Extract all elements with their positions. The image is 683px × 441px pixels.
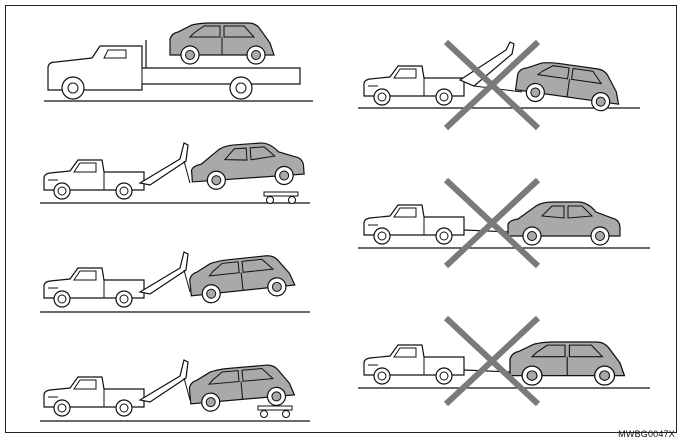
- panel-flat-tow-front: [358, 177, 650, 269]
- prohibited-cross-icon: [443, 315, 541, 407]
- panel-wheel-lift-dolly-rear: [40, 139, 310, 204]
- panel-sling-tow: [358, 39, 640, 131]
- figure-code: MWBG0047X: [618, 429, 675, 439]
- panel-wheel-lift-dolly: [40, 359, 310, 422]
- panel-flatbed: [44, 22, 313, 102]
- prohibited-cross-icon: [443, 39, 541, 131]
- panel-wheel-lift-front: [40, 251, 310, 313]
- panel-flat-tow-rear: [358, 315, 650, 407]
- prohibited-cross-icon: [443, 177, 541, 269]
